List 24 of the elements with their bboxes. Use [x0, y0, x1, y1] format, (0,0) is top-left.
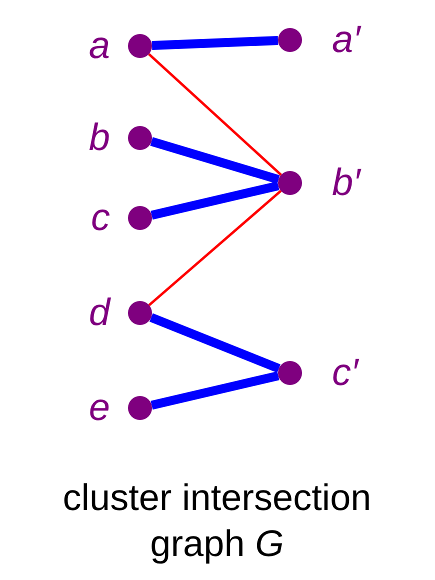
- vertex-dot: [278, 361, 302, 385]
- edge-line: [150, 137, 280, 184]
- vertex-label: d: [88, 293, 110, 333]
- vertex-label: c′: [332, 353, 358, 393]
- vertex-dot: [278, 28, 302, 52]
- edge-line: [148, 53, 282, 176]
- vertex-dot: [128, 396, 152, 420]
- vertex-label: e: [88, 388, 110, 428]
- vertex-dot: [128, 206, 152, 230]
- edge-line: [150, 181, 280, 220]
- edge-line: [150, 371, 280, 410]
- vertex-dot: [278, 171, 302, 195]
- edge-line: [148, 190, 282, 306]
- vertex-label: b′: [332, 163, 360, 203]
- vertex-dot: [128, 126, 152, 150]
- edge-line: [149, 313, 281, 373]
- vertex-dot: [128, 301, 152, 325]
- vertex-label: a: [88, 26, 110, 66]
- vertex-label: a′: [332, 20, 360, 60]
- edge-line: [152, 36, 278, 50]
- vertex-dot: [128, 34, 152, 58]
- vertex-label: c: [91, 198, 110, 238]
- vertex-label: b: [88, 118, 110, 158]
- caption: cluster intersection graph G: [62, 476, 372, 566]
